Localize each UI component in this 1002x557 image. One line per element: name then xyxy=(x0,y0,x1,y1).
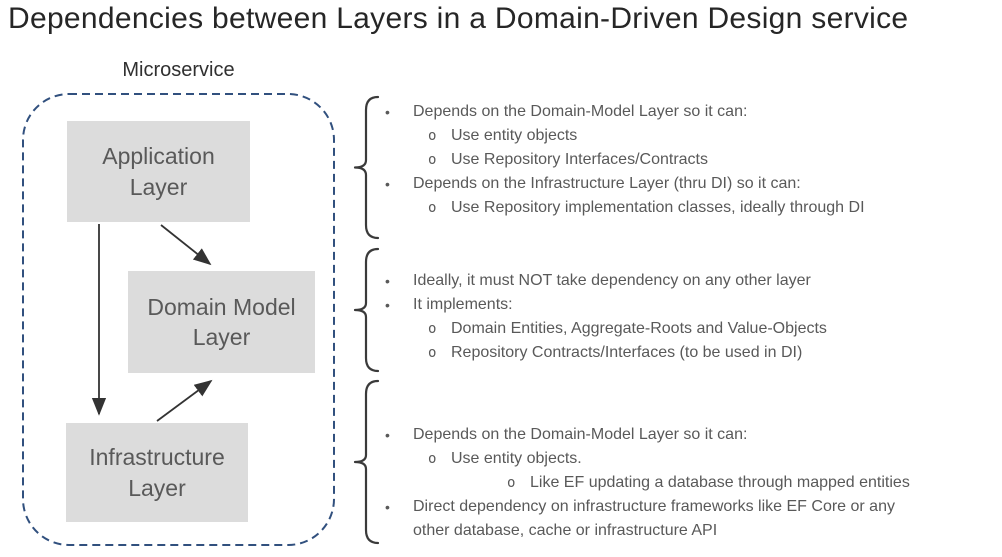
note-text: Domain Entities, Aggregate-Roots and Val… xyxy=(451,320,827,337)
bullet-icon: • xyxy=(385,427,390,443)
note-item: o Domain Entities, Aggregate-Roots and V… xyxy=(382,317,994,341)
brace-domain-notes xyxy=(353,247,380,373)
infrastructure-layer-notes: • Depends on the Domain-Model Layer so i… xyxy=(382,423,994,543)
note-text: Repository Contracts/Interfaces (to be u… xyxy=(451,344,803,361)
arrow-application-to-domain xyxy=(160,224,212,266)
application-layer-notes: • Depends on the Domain-Model Layer so i… xyxy=(382,100,994,220)
slide-title: Dependencies between Layers in a Domain-… xyxy=(8,2,909,35)
note-text: Depends on the Domain-Model Layer so it … xyxy=(413,426,748,443)
note-item: o Use Repository implementation classes,… xyxy=(382,196,994,220)
circle-bullet-icon: o xyxy=(428,128,437,144)
bullet-icon: • xyxy=(385,176,390,192)
circle-bullet-icon: o xyxy=(428,152,437,168)
domain-model-layer-label: Domain Model Layer xyxy=(147,293,296,350)
note-text: Depends on the Domain-Model Layer so it … xyxy=(413,103,748,120)
note-item: • It implements: xyxy=(382,293,994,317)
note-item: o Repository Contracts/Interfaces (to be… xyxy=(382,341,994,365)
note-item: • Depends on the Domain-Model Layer so i… xyxy=(382,423,994,447)
note-item: • Depends on the Infrastructure Layer (t… xyxy=(382,172,994,196)
note-text: Use Repository implementation classes, i… xyxy=(451,199,865,216)
note-item: • Depends on the Domain-Model Layer so i… xyxy=(382,100,994,124)
note-text: Use entity objects. xyxy=(451,450,582,467)
brace-application-notes xyxy=(353,95,380,240)
note-item: o Use entity objects. xyxy=(382,447,994,471)
domain-model-layer-box: Domain Model Layer xyxy=(128,271,315,373)
note-text: Use Repository Interfaces/Contracts xyxy=(451,151,708,168)
infrastructure-layer-label: Infrastructure Layer xyxy=(89,444,225,501)
note-item: o Like EF updating a database through ma… xyxy=(382,471,994,495)
circle-bullet-icon: o xyxy=(428,200,437,216)
bullet-icon: • xyxy=(385,273,390,289)
arrow-infrastructure-to-domain xyxy=(156,379,213,422)
note-text: Direct dependency on infrastructure fram… xyxy=(413,498,895,539)
bullet-icon: • xyxy=(385,499,390,515)
note-text: It implements: xyxy=(413,296,513,313)
application-layer-box: Application Layer xyxy=(67,121,250,222)
bullet-icon: • xyxy=(385,297,390,313)
note-item: o Use Repository Interfaces/Contracts xyxy=(382,148,994,172)
circle-bullet-icon: o xyxy=(428,451,437,467)
note-item: • Ideally, it must NOT take dependency o… xyxy=(382,269,994,293)
domain-model-layer-notes: • Ideally, it must NOT take dependency o… xyxy=(382,269,994,365)
note-text: Ideally, it must NOT take dependency on … xyxy=(413,272,811,289)
note-text: Use entity objects xyxy=(451,127,578,144)
note-item: • Direct dependency on infrastructure fr… xyxy=(382,495,994,543)
application-layer-label: Application Layer xyxy=(102,143,215,200)
brace-infrastructure-notes xyxy=(353,379,380,545)
note-text: Like EF updating a database through mapp… xyxy=(530,474,910,491)
note-text: Depends on the Infrastructure Layer (thr… xyxy=(413,175,801,192)
infrastructure-layer-box: Infrastructure Layer xyxy=(66,423,248,522)
circle-bullet-icon: o xyxy=(428,321,437,337)
circle-bullet-icon: o xyxy=(428,345,437,361)
note-item: o Use entity objects xyxy=(382,124,994,148)
microservice-label: Microservice xyxy=(122,59,235,81)
bullet-icon: • xyxy=(385,104,390,120)
circle-bullet-icon: o xyxy=(507,475,516,491)
